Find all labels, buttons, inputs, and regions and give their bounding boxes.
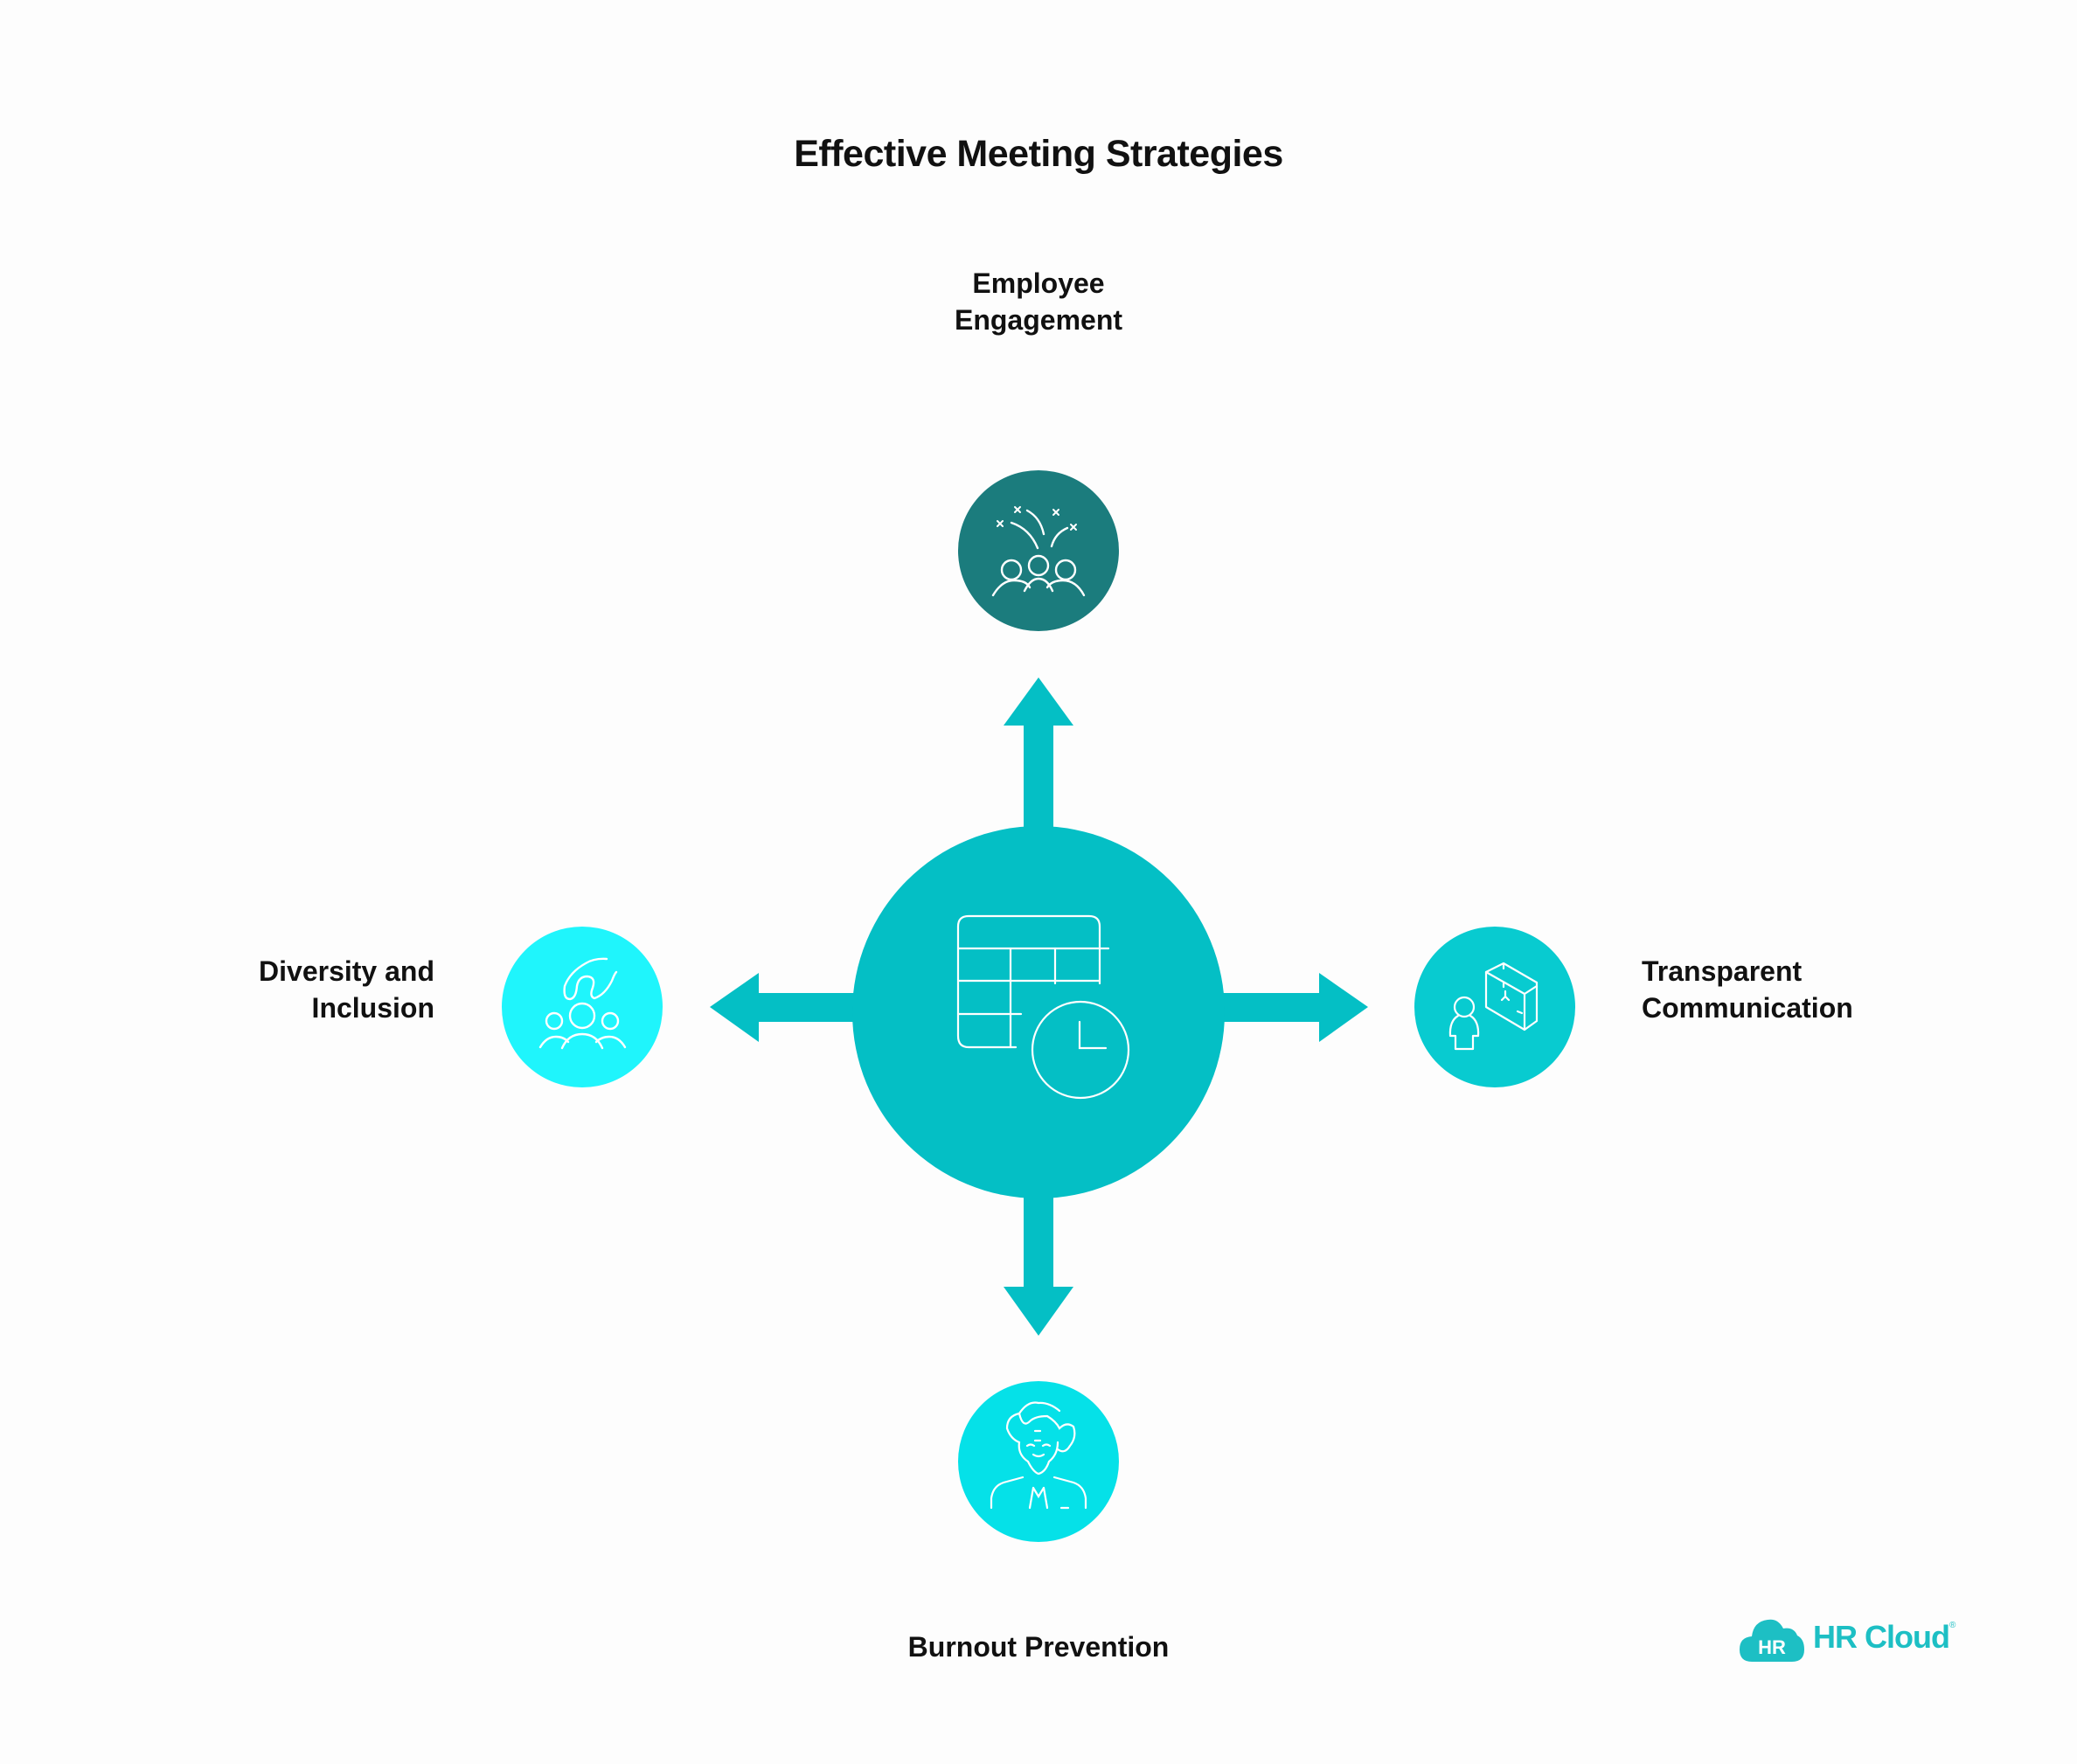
logo-text: HR Cloud xyxy=(1813,1619,1950,1655)
label-line: Engagement xyxy=(954,304,1123,336)
label-line: Communication xyxy=(1642,992,1853,1024)
arrow-right xyxy=(1215,973,1368,1042)
label-burnout-prevention: Burnout Prevention xyxy=(776,1629,1301,1665)
label-line: Diversity and xyxy=(259,955,434,987)
calendar-clock-icon xyxy=(956,914,1130,1100)
burnout-prevention-circle xyxy=(958,1381,1119,1542)
logo-badge-text: HR xyxy=(1758,1636,1786,1658)
label-employee-engagement: Employee Engagement xyxy=(864,265,1213,338)
hand-over-group-icon xyxy=(538,957,627,1050)
arrow-up xyxy=(1004,677,1073,837)
label-line: Inclusion xyxy=(311,992,434,1024)
registered-mark: ® xyxy=(1948,1621,1955,1630)
label-transparent-communication: Transparent Communication xyxy=(1642,953,2009,1026)
arrow-down xyxy=(1004,1189,1073,1336)
arrow-left xyxy=(710,973,861,1042)
label-line: Employee xyxy=(972,267,1105,299)
label-diversity-inclusion: Diversity and Inclusion xyxy=(85,953,434,1026)
employee-engagement-circle xyxy=(958,470,1119,631)
logo-wordmark: HR Cloud® xyxy=(1813,1619,1955,1656)
calm-person-icon xyxy=(990,1401,1087,1510)
person-with-board-icon xyxy=(1448,962,1539,1051)
label-line: Burnout Prevention xyxy=(907,1631,1170,1663)
label-line: Transparent xyxy=(1642,955,1803,987)
diagram-title: Effective Meeting Strategies xyxy=(794,133,1283,175)
celebrating-team-icon xyxy=(991,506,1086,597)
center-hub-circle xyxy=(852,826,1225,1198)
hr-cloud-logo: HR xyxy=(1740,1619,1804,1662)
diversity-inclusion-circle xyxy=(502,927,663,1087)
transparent-communication-circle xyxy=(1414,927,1575,1087)
